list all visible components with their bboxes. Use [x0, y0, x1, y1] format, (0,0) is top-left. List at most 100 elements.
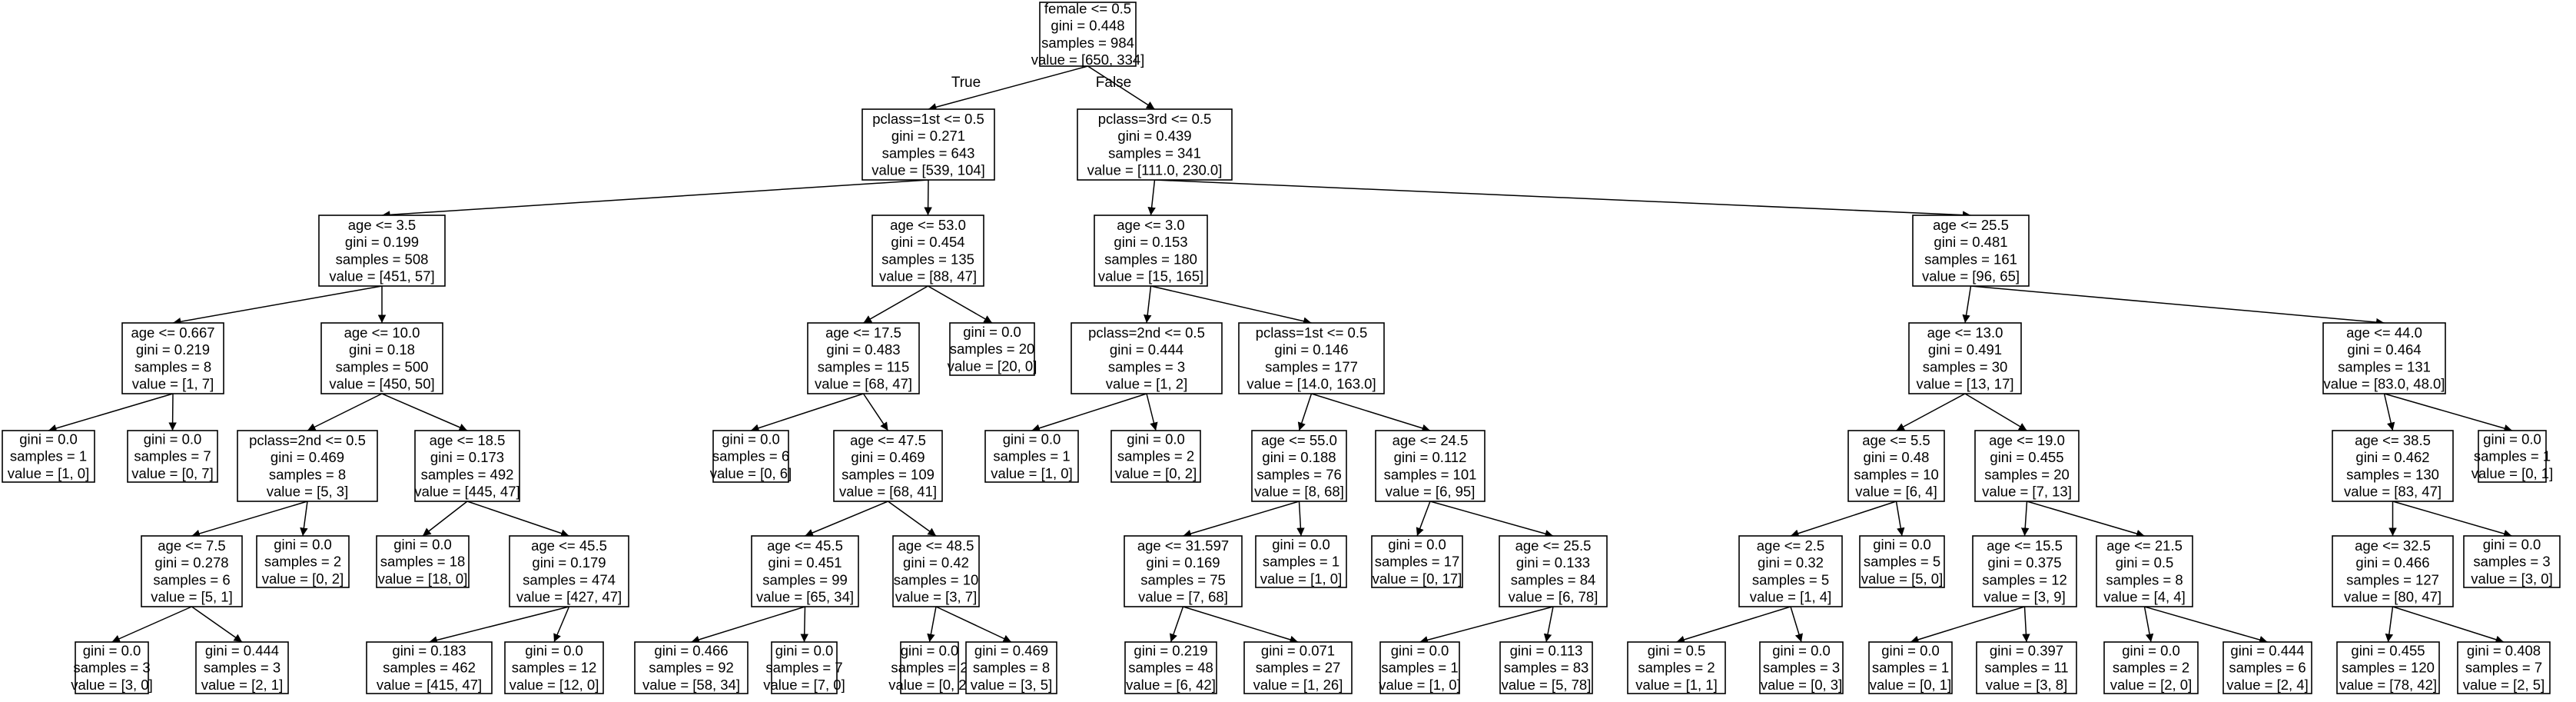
node-text-line: gini = 0.469 [851, 449, 925, 465]
node-text-line: pclass=1st <= 0.5 [1256, 324, 1368, 341]
tree-edge [1910, 606, 2025, 644]
tree-edge [1429, 501, 1554, 538]
node-box [771, 641, 838, 694]
node-text-line: samples = 8 [269, 466, 346, 482]
node-text-line: samples = 492 [421, 466, 514, 482]
node-text-line: value = [68, 41] [839, 484, 937, 500]
node-text-line: samples = 7 [2465, 660, 2542, 676]
node-text-line: value = [0, 1] [1870, 677, 1951, 693]
node-text-line: value = [1, 1] [1635, 677, 1717, 693]
node-text-line: value = [650, 334] [1031, 52, 1145, 68]
node-text-line: samples = 12 [512, 660, 597, 676]
node-text-line: value = [58, 34] [642, 677, 740, 693]
node-text-line: gini = 0.464 [2347, 341, 2421, 358]
node-text-line: value = [0, 2] [1115, 465, 1197, 481]
node-text-line: gini = 0.0 [1272, 537, 1330, 553]
node-text-line: gini = 0.408 [2467, 643, 2541, 659]
node-text-line: samples = 1 [1381, 660, 1458, 676]
node-text-line: value = [1, 7] [132, 376, 214, 392]
tree-edge [1183, 501, 1300, 538]
node-text-line: samples = 76 [1256, 466, 1342, 482]
node-text-line: gini = 0.153 [1114, 234, 1187, 250]
node-text-line: samples = 92 [649, 660, 734, 676]
node-text-line: gini = 0.0 [901, 643, 959, 659]
node-text-line: age <= 24.5 [1393, 432, 1469, 448]
node-text-line: value = [1, 4] [1750, 589, 1831, 605]
node-text-line: pclass=2nd <= 0.5 [1088, 324, 1205, 341]
node-text-line: gini = 0.491 [1928, 341, 2002, 358]
node-text-line: samples = 508 [336, 251, 429, 267]
node-text-line: samples = 8 [2106, 571, 2183, 587]
node-text-line: value = [2, 4] [2226, 677, 2308, 693]
node-text-line: samples = 48 [1128, 660, 1213, 676]
node-box [2222, 641, 2312, 694]
node-box [2463, 535, 2561, 588]
node-text-line: value = [83.0, 48.0] [2324, 376, 2445, 392]
node-text-line: value = [12, 0] [510, 677, 599, 693]
node-box [1976, 641, 2077, 694]
node-text-line: age <= 45.5 [767, 537, 843, 554]
tree-edge [2027, 501, 2145, 538]
node-text-line: samples = 11 [1984, 660, 2068, 676]
node-text-line: samples = 2 [264, 554, 341, 570]
node-text-line: value = [18, 0] [378, 571, 468, 587]
node-text-line: value = [20, 0] [948, 358, 1037, 374]
node-text-line: age <= 55.0 [1261, 432, 1337, 448]
node-text-line: age <= 17.5 [825, 324, 901, 341]
node-text-line: age <= 25.5 [1933, 217, 2009, 233]
node-text-line: gini = 0.0 [2483, 431, 2541, 447]
node-text-line: value = [2, 0] [2110, 677, 2192, 693]
node-text-line: samples = 180 [1104, 251, 1197, 267]
node-text-line: samples = 75 [1140, 571, 1226, 587]
node-box [1243, 641, 1353, 694]
tree-edge [1150, 285, 1312, 325]
node-text-line: age <= 32.5 [2355, 537, 2431, 554]
node-box [1499, 641, 1593, 694]
node-text-line: gini = 0.0 [525, 643, 583, 659]
node-text-line: value = [3, 9] [1983, 589, 2065, 605]
node-text-line: samples = 20 [1984, 466, 2070, 482]
tree-edge [2384, 393, 2513, 433]
node-text-line: gini = 0.444 [1110, 341, 1183, 358]
node-text-line: value = [7, 0] [763, 677, 845, 693]
node-text-line: age <= 5.5 [1862, 432, 1930, 448]
node-text-line: gini = 0.0 [1881, 643, 1940, 659]
node-text-line: age <= 18.5 [430, 432, 506, 448]
node-text-line: samples = 99 [762, 571, 848, 587]
node-text-line: value = [0, 17] [1373, 571, 1462, 587]
node-text-line: age <= 38.5 [2355, 432, 2431, 448]
node-text-line: gini = 0.0 [393, 537, 452, 553]
node-box [807, 322, 920, 394]
tree-edge [1790, 501, 1897, 537]
node-text-line: gini = 0.0 [1003, 431, 1061, 447]
tree-edge [191, 606, 243, 643]
node-text-line: samples = 5 [1752, 571, 1829, 587]
tree-edge [1087, 65, 1155, 110]
node-box [318, 215, 446, 287]
node-text-line: value = [1, 0] [8, 465, 89, 481]
node-text-line: value = [7, 68] [1138, 589, 1228, 605]
node-text-line: gini = 0.113 [1510, 643, 1583, 659]
node-box [504, 641, 604, 694]
tree-edge [2144, 606, 2268, 644]
node-text-line: samples = 127 [2346, 571, 2439, 587]
node-box [1251, 430, 1347, 502]
node-text-line: gini = 0.0 [144, 431, 202, 447]
node-text-line: gini = 0.0 [2483, 537, 2541, 553]
node-text-line: samples = 7 [765, 660, 842, 676]
